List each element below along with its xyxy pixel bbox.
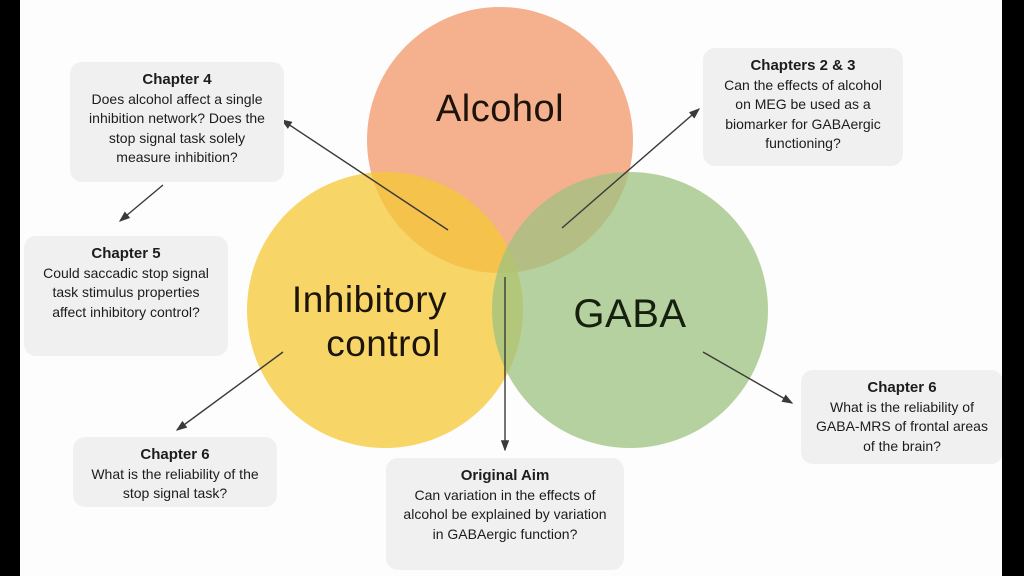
callout-original-aim-body: Can variation in the effects of alcohol … [403, 486, 607, 542]
callout-chapter-4-body: Does alcohol affect a single inhibition … [89, 90, 265, 166]
callout-chapters-2-3-body: Can the effects of alcohol on MEG be use… [724, 76, 882, 152]
callout-chapter-6-right: Chapter 6 What is the reliability of GAB… [801, 370, 1003, 464]
callout-chapter-6-left-title: Chapter 6 [140, 446, 210, 463]
inhibitory-control-circle [247, 172, 523, 448]
inhibitory-label-line2: control [326, 323, 441, 364]
callout-chapter-5: Chapter 5 Could saccadic stop signal tas… [24, 236, 228, 356]
callout-chapter-4-title: Chapter 4 [142, 71, 212, 88]
callout-original-aim: Original Aim Can variation in the effect… [386, 458, 624, 570]
callout-chapters-2-3: Chapters 2 & 3 Can the effects of alcoho… [703, 48, 903, 166]
callout-chapter-4: Chapter 4 Does alcohol affect a single i… [70, 62, 284, 182]
inhibitory-label-line1: Inhibitory [291, 279, 448, 320]
alcohol-circle-label: Alcohol [435, 88, 565, 130]
callout-chapter-6-right-body: What is the reliability of GABA-MRS of f… [816, 398, 988, 454]
inhibitory-control-circle-label: Inhibitory control [262, 278, 477, 366]
letterbox-bar-right [1002, 0, 1024, 576]
callout-chapter-6-right-title: Chapter 6 [867, 379, 937, 396]
arrow-overlap-to-chapters-2-3 [561, 108, 701, 229]
arrow-circle-to-chapter6-right [702, 351, 794, 404]
callout-chapter-5-title: Chapter 5 [91, 245, 161, 262]
arrow-chapter4-to-chapter5 [118, 184, 164, 222]
gaba-circle-label: GABA [573, 292, 687, 336]
callout-original-aim-title: Original Aim [460, 467, 550, 484]
gaba-circle [492, 172, 768, 448]
letterbox-bar-left [0, 0, 20, 576]
arrow-circle-to-chapter6-left [175, 351, 284, 431]
callout-chapter-6-left: Chapter 6 What is the reliability of the… [73, 437, 277, 507]
callout-chapters-2-3-title: Chapters 2 & 3 [750, 57, 856, 74]
arrow-overlap-to-chapter4 [280, 119, 449, 231]
callout-chapter-6-left-body: What is the reliability of the stop sign… [91, 465, 259, 502]
callout-chapter-5-body: Could saccadic stop signal task stimulus… [43, 264, 209, 320]
